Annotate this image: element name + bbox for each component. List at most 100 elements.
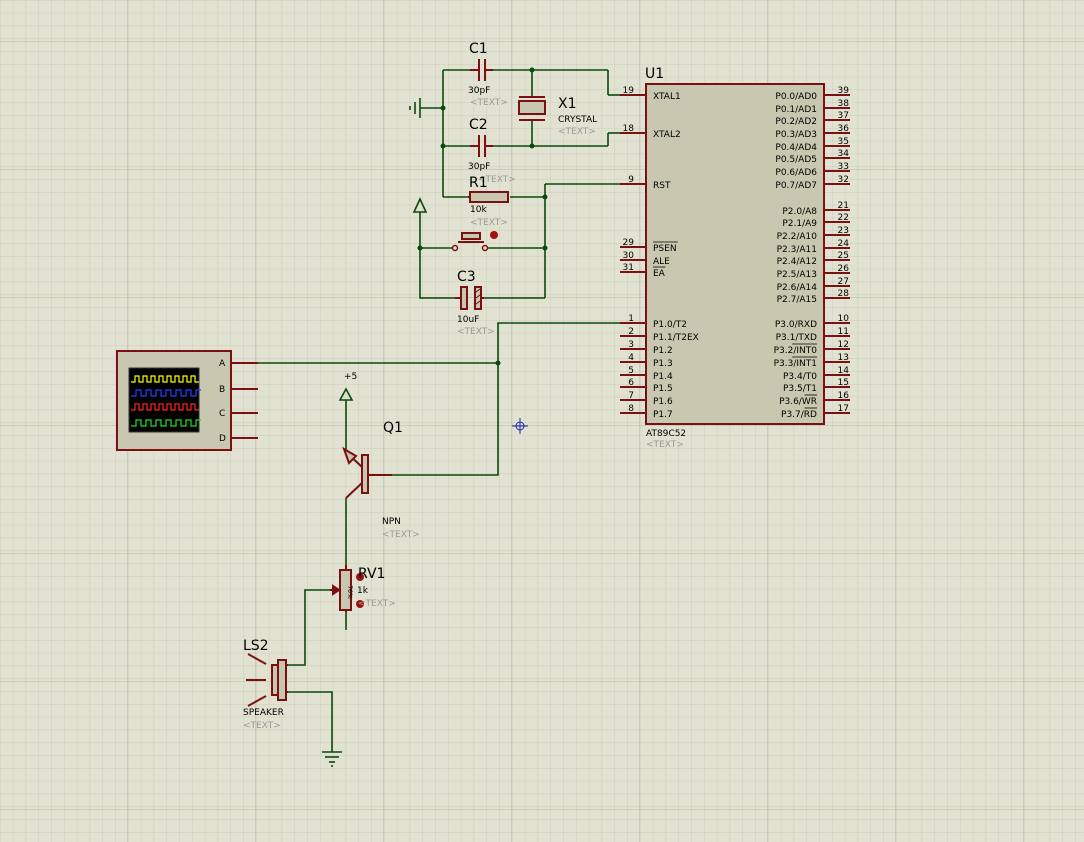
virtual-oscilloscope[interactable]: A B C D	[116, 350, 258, 451]
u1-pin-label: P3.3/INT1	[774, 359, 817, 369]
u1-pin-3[interactable]: 3P1.2	[620, 340, 673, 356]
u1-pin-label: P2.2/A10	[777, 232, 818, 242]
u1-pin-number: 5	[628, 366, 634, 376]
u1-pin-label: P1.1/T2EX	[653, 333, 699, 343]
u1-pin-number: 1	[628, 314, 634, 324]
resistor-r1[interactable]: R1 10k <TEXT>	[468, 175, 509, 228]
potentiometer-rv1[interactable]: 76% RV1 1k <TEXT>	[330, 565, 396, 612]
speaker-ls2[interactable]: LS2 SPEAKER <TEXT>	[243, 638, 288, 731]
u1-pin-label: P1.5	[653, 384, 673, 394]
u1-pin-6[interactable]: 6P1.5	[620, 378, 673, 394]
scope-channel-label: D	[219, 434, 226, 444]
u1-pin-number: 9	[628, 175, 634, 185]
rv1-decrease-icon[interactable]	[356, 600, 364, 608]
wires[interactable]	[258, 69, 620, 752]
scope-channel-b[interactable]: B	[219, 385, 258, 395]
u1-pin-label: P2.0/A8	[782, 207, 817, 217]
c3-ref: C3	[457, 269, 476, 285]
scope-traces	[131, 375, 201, 427]
capacitor-c1[interactable]: C1 30pF <TEXT>	[468, 41, 508, 108]
ground-symbol-top[interactable]	[409, 98, 421, 118]
u1-pin-8[interactable]: 8P1.7	[620, 404, 673, 420]
crystal-x1[interactable]: X1 CRYSTAL <TEXT>	[518, 96, 597, 137]
transistor-q1[interactable]: Q1 NPN <TEXT>	[342, 420, 420, 540]
u1-pin-number: 32	[838, 175, 849, 185]
u1-pin-7[interactable]: 7P1.6	[620, 391, 673, 407]
u1-pin-5[interactable]: 5P1.4	[620, 366, 673, 382]
ground-symbol-bottom[interactable]	[322, 751, 342, 767]
scope-channels[interactable]: A B C D	[219, 359, 258, 444]
u1-pin-label: P2.6/A14	[777, 283, 818, 293]
u1-pin-number: 21	[838, 201, 849, 211]
u1-pin-number: 27	[838, 277, 849, 287]
u1-pin-label: PSEN	[653, 244, 677, 254]
scope-channel-label: B	[219, 385, 225, 395]
rv1-text-placeholder: <TEXT>	[358, 599, 396, 609]
u1-pin-label: P1.2	[653, 346, 673, 356]
u1-right-pins[interactable]: 39P0.0/AD038P0.1/AD137P0.2/AD236P0.3/AD3…	[774, 86, 850, 420]
u1-pin-1[interactable]: 1P1.0/T2	[620, 314, 687, 330]
rv1-ref: RV1	[358, 566, 385, 582]
u1-pin-label: P0.1/AD1	[775, 105, 817, 115]
u1-pin-number: 33	[838, 162, 849, 172]
u1-pin-2[interactable]: 2P1.1/T2EX	[620, 327, 699, 343]
scope-channel-d[interactable]: D	[219, 434, 258, 444]
scope-channel-c[interactable]: C	[219, 409, 258, 419]
scope-channel-a[interactable]: A	[219, 359, 258, 369]
u1-pin-number: 37	[838, 111, 849, 121]
u1-pin-number: 4	[628, 353, 634, 363]
rv1-increase-icon[interactable]	[356, 573, 364, 581]
r1-text-placeholder: <TEXT>	[470, 218, 508, 228]
power-terminal-5v[interactable]: +5	[338, 372, 357, 401]
u1-pin-number: 36	[838, 124, 850, 134]
rv1-body-label: 76%	[346, 585, 353, 599]
u1-pin-label: P1.6	[653, 397, 673, 407]
button-action-icon[interactable]	[490, 231, 498, 239]
mcu-u1[interactable]: U1 AT89C52 <TEXT> 19XTAL118XTAL29RST29PS…	[620, 66, 850, 450]
c2-text-placeholder: <TEXT>	[478, 175, 516, 185]
u1-pin-number: 19	[623, 86, 635, 96]
c3-text-placeholder: <TEXT>	[457, 327, 495, 337]
capacitor-c2[interactable]: C2 30pF <TEXT>	[468, 117, 516, 185]
power-terminal-reset[interactable]	[412, 197, 428, 213]
capacitor-c3[interactable]: C3 10uF <TEXT>	[455, 269, 495, 337]
u1-pin-label: P1.3	[653, 359, 673, 369]
power-label: +5	[344, 372, 357, 382]
u1-pin-label: P0.7/AD7	[775, 181, 817, 191]
u1-pin-number: 34	[838, 149, 850, 159]
reset-pushbutton[interactable]	[451, 231, 498, 252]
u1-pin-4[interactable]: 4P1.3	[620, 353, 673, 369]
